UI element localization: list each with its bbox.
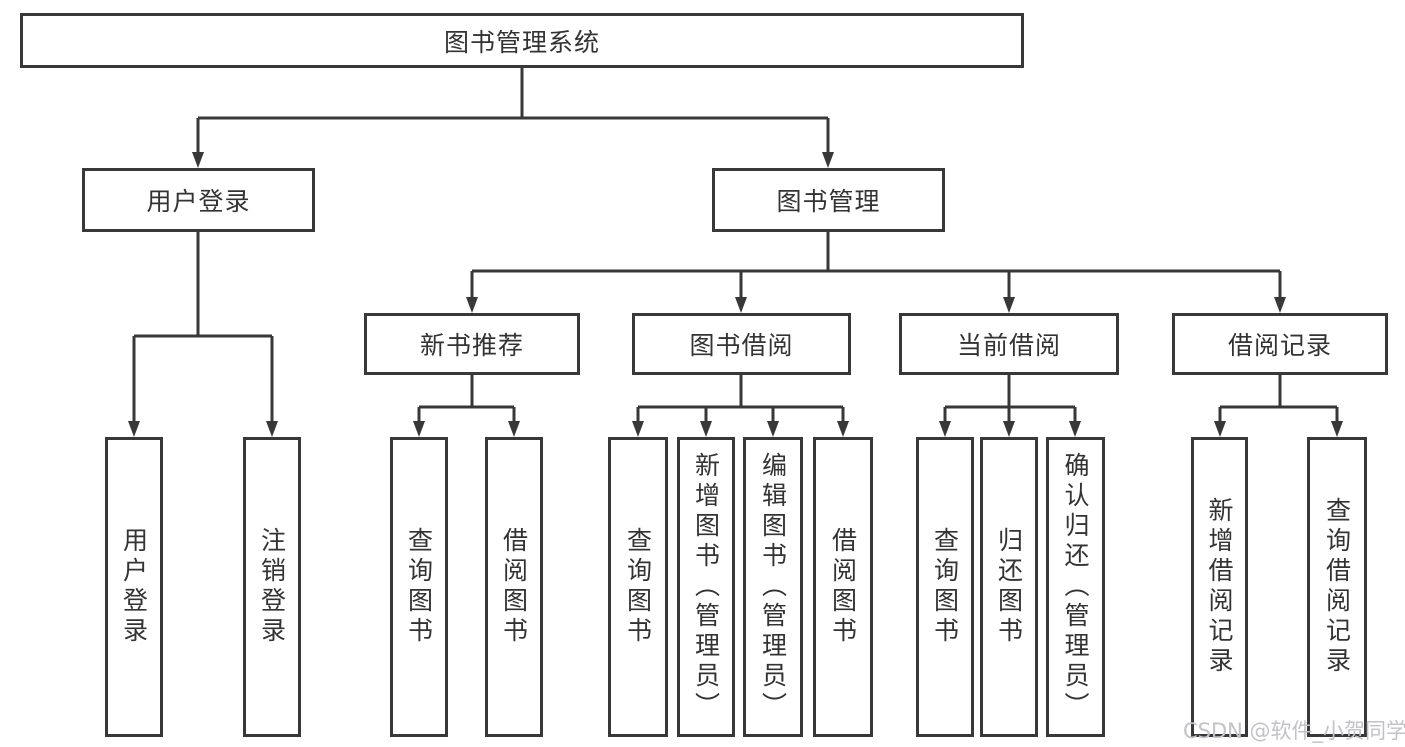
node-leaf-nb-query-books: 查询图书 [390, 437, 448, 737]
node-current-borrowing: 当前借阅 [899, 313, 1119, 375]
arrowhead [1003, 421, 1015, 437]
node-leaf-cb-return-books-label: 归还图书 [994, 527, 1024, 647]
node-leaf-bb-add-books-admin-label: 新增图书（管理员） [691, 452, 721, 722]
node-current-borrowing-label: 当前借阅 [956, 331, 1061, 360]
node-leaf-cb-confirm-return-admin: 确认归还（管理员） [1046, 437, 1105, 737]
node-book-borrowing-label: 图书借阅 [689, 331, 794, 360]
node-leaf-cb-query-books: 查询图书 [916, 437, 974, 737]
node-root: 图书管理系统 [20, 13, 1024, 68]
node-leaf-br-query-record: 查询借阅记录 [1307, 437, 1367, 737]
node-user-login-label: 用户登录 [146, 187, 251, 216]
node-leaf-bb-borrow-books: 借阅图书 [813, 437, 873, 737]
node-leaf-user-login-label: 用户登录 [119, 527, 149, 647]
node-new-book-recommend: 新书推荐 [364, 313, 580, 375]
arrowhead [939, 421, 951, 437]
node-leaf-user-login: 用户登录 [105, 437, 163, 737]
connector-rails [134, 68, 1337, 409]
node-leaf-cb-confirm-return-admin-label: 确认归还（管理员） [1061, 452, 1090, 722]
node-leaf-bb-query-books-label: 查询图书 [623, 527, 653, 647]
node-leaf-cb-query-books-label: 查询图书 [930, 527, 960, 647]
arrowhead [837, 421, 849, 437]
arrowhead [128, 421, 140, 437]
node-leaf-bb-edit-books-admin: 编辑图书（管理员） [743, 437, 803, 737]
node-leaf-nb-borrow-books: 借阅图书 [485, 437, 543, 737]
node-borrow-records-label: 借阅记录 [1227, 331, 1332, 360]
node-leaf-br-add-record: 新增借阅记录 [1191, 437, 1248, 737]
node-leaf-logout-label: 注销登录 [257, 527, 287, 647]
arrowhead [508, 421, 520, 437]
arrowhead [266, 421, 278, 437]
node-leaf-nb-borrow-books-label: 借阅图书 [499, 527, 529, 647]
arrowhead [1214, 421, 1226, 437]
node-leaf-br-add-record-label: 新增借阅记录 [1205, 497, 1234, 677]
arrowhead [735, 297, 747, 313]
arrowhead [822, 152, 834, 168]
arrowhead [466, 297, 478, 313]
node-leaf-br-query-record-label: 查询借阅记录 [1322, 497, 1352, 677]
arrowhead [1003, 297, 1015, 313]
node-leaf-cb-return-books: 归还图书 [980, 437, 1038, 737]
arrowhead [767, 421, 779, 437]
node-book-management-label: 图书管理 [776, 187, 881, 216]
arrowhead [413, 421, 425, 437]
arrowhead [700, 421, 712, 437]
node-book-management: 图书管理 [712, 168, 945, 232]
node-leaf-bb-add-books-admin: 新增图书（管理员） [677, 437, 735, 737]
arrowhead [1274, 297, 1286, 313]
node-leaf-nb-query-books-label: 查询图书 [404, 527, 434, 647]
connector-arrow-shafts [132, 118, 1339, 422]
node-leaf-bb-borrow-books-label: 借阅图书 [828, 527, 858, 647]
node-new-book-recommend-label: 新书推荐 [419, 331, 524, 360]
node-leaf-bb-query-books: 查询图书 [608, 437, 668, 737]
node-leaf-bb-edit-books-admin-label: 编辑图书（管理员） [758, 452, 788, 722]
node-user-login: 用户登录 [82, 168, 315, 232]
node-root-label: 图书管理系统 [443, 27, 600, 57]
node-leaf-logout: 注销登录 [243, 437, 301, 737]
arrowhead [1069, 421, 1081, 437]
arrowhead [192, 152, 204, 168]
arrowhead [1331, 421, 1343, 437]
arrowhead [632, 421, 644, 437]
node-book-borrowing: 图书借阅 [632, 313, 851, 375]
csdn-watermark: CSDN @软件_小贺同学 [1183, 719, 1405, 743]
node-borrow-records: 借阅记录 [1172, 313, 1388, 375]
